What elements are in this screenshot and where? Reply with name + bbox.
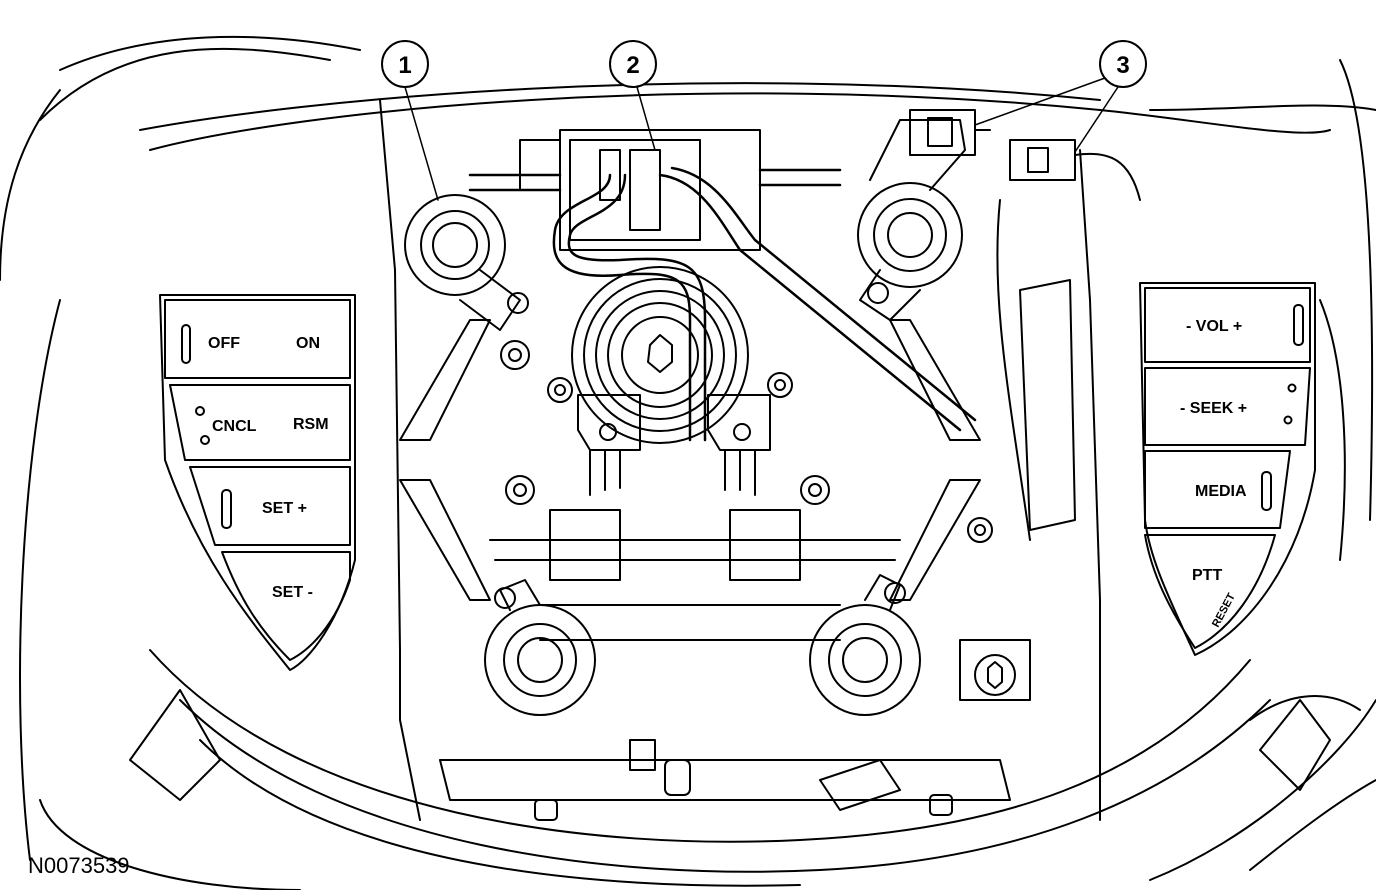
torx-center	[647, 334, 673, 373]
right-switch-row-3[interactable]: MEDIA	[1195, 471, 1272, 511]
left-switch-row-3[interactable]: SET +	[221, 489, 307, 529]
ground-screw	[959, 639, 1031, 701]
mount-bolt-upper-left	[404, 194, 521, 331]
callout-1: 1	[381, 40, 439, 201]
side-bracket	[996, 199, 1076, 541]
btn-reset-label: RESET	[1210, 591, 1238, 629]
callout-3-number: 3	[1116, 52, 1129, 79]
btn-media-label: MEDIA	[1195, 483, 1247, 500]
left-switch-pack	[159, 294, 356, 671]
right-switch-row-2[interactable]: - SEEK +	[1180, 383, 1297, 425]
btn-on-label: ON	[296, 335, 320, 352]
btn-off-label: OFF	[208, 335, 240, 352]
led-indicator	[1261, 471, 1272, 511]
squib-connector-right	[707, 394, 771, 496]
btn-rsm-label: RSM	[293, 416, 329, 433]
wire-harness	[468, 166, 977, 442]
indicator-dot	[1287, 383, 1297, 393]
btn-ptt-label: PTT	[1192, 567, 1222, 584]
left-switch-row-2[interactable]: CNCL RSM	[195, 406, 329, 445]
mount-bolt-lower-left	[484, 579, 596, 716]
mount-bolt-lower-right	[809, 574, 921, 716]
indicator-dot	[195, 406, 205, 416]
led-indicator	[221, 489, 232, 529]
callout-2: 2	[609, 40, 657, 151]
figure-id: N0073539	[28, 853, 130, 878]
horn-contact-2	[1009, 139, 1141, 201]
left-switch-row-1[interactable]: OFF ON	[181, 324, 320, 364]
squib-connector-left	[577, 394, 641, 496]
callout-1-number: 1	[398, 52, 411, 79]
btn-vol-label: - VOL +	[1186, 318, 1242, 335]
wheel-rim	[0, 35, 1376, 891]
btn-cncl-label: CNCL	[212, 418, 257, 435]
callout-2-number: 2	[626, 52, 639, 79]
btn-set-minus-label: SET -	[272, 584, 313, 601]
btn-set-plus-label: SET +	[262, 500, 307, 517]
right-switch-pack	[1139, 282, 1316, 656]
hub-housing	[129, 82, 1331, 887]
led-indicator	[181, 324, 191, 364]
indicator-dot	[200, 435, 210, 445]
lower-bezel-tabs	[534, 739, 953, 821]
mount-bolt-upper-right	[857, 119, 966, 321]
callout-3: 3	[974, 40, 1147, 153]
led-indicator	[1293, 304, 1304, 346]
airbag-bracket	[399, 319, 981, 641]
indicator-dot	[1283, 415, 1293, 425]
left-switch-row-4[interactable]: SET -	[272, 584, 313, 601]
fasteners	[494, 282, 993, 609]
btn-seek-label: - SEEK +	[1180, 400, 1247, 417]
right-switch-row-1[interactable]: - VOL +	[1186, 304, 1304, 346]
horn-contact-1	[909, 109, 991, 156]
